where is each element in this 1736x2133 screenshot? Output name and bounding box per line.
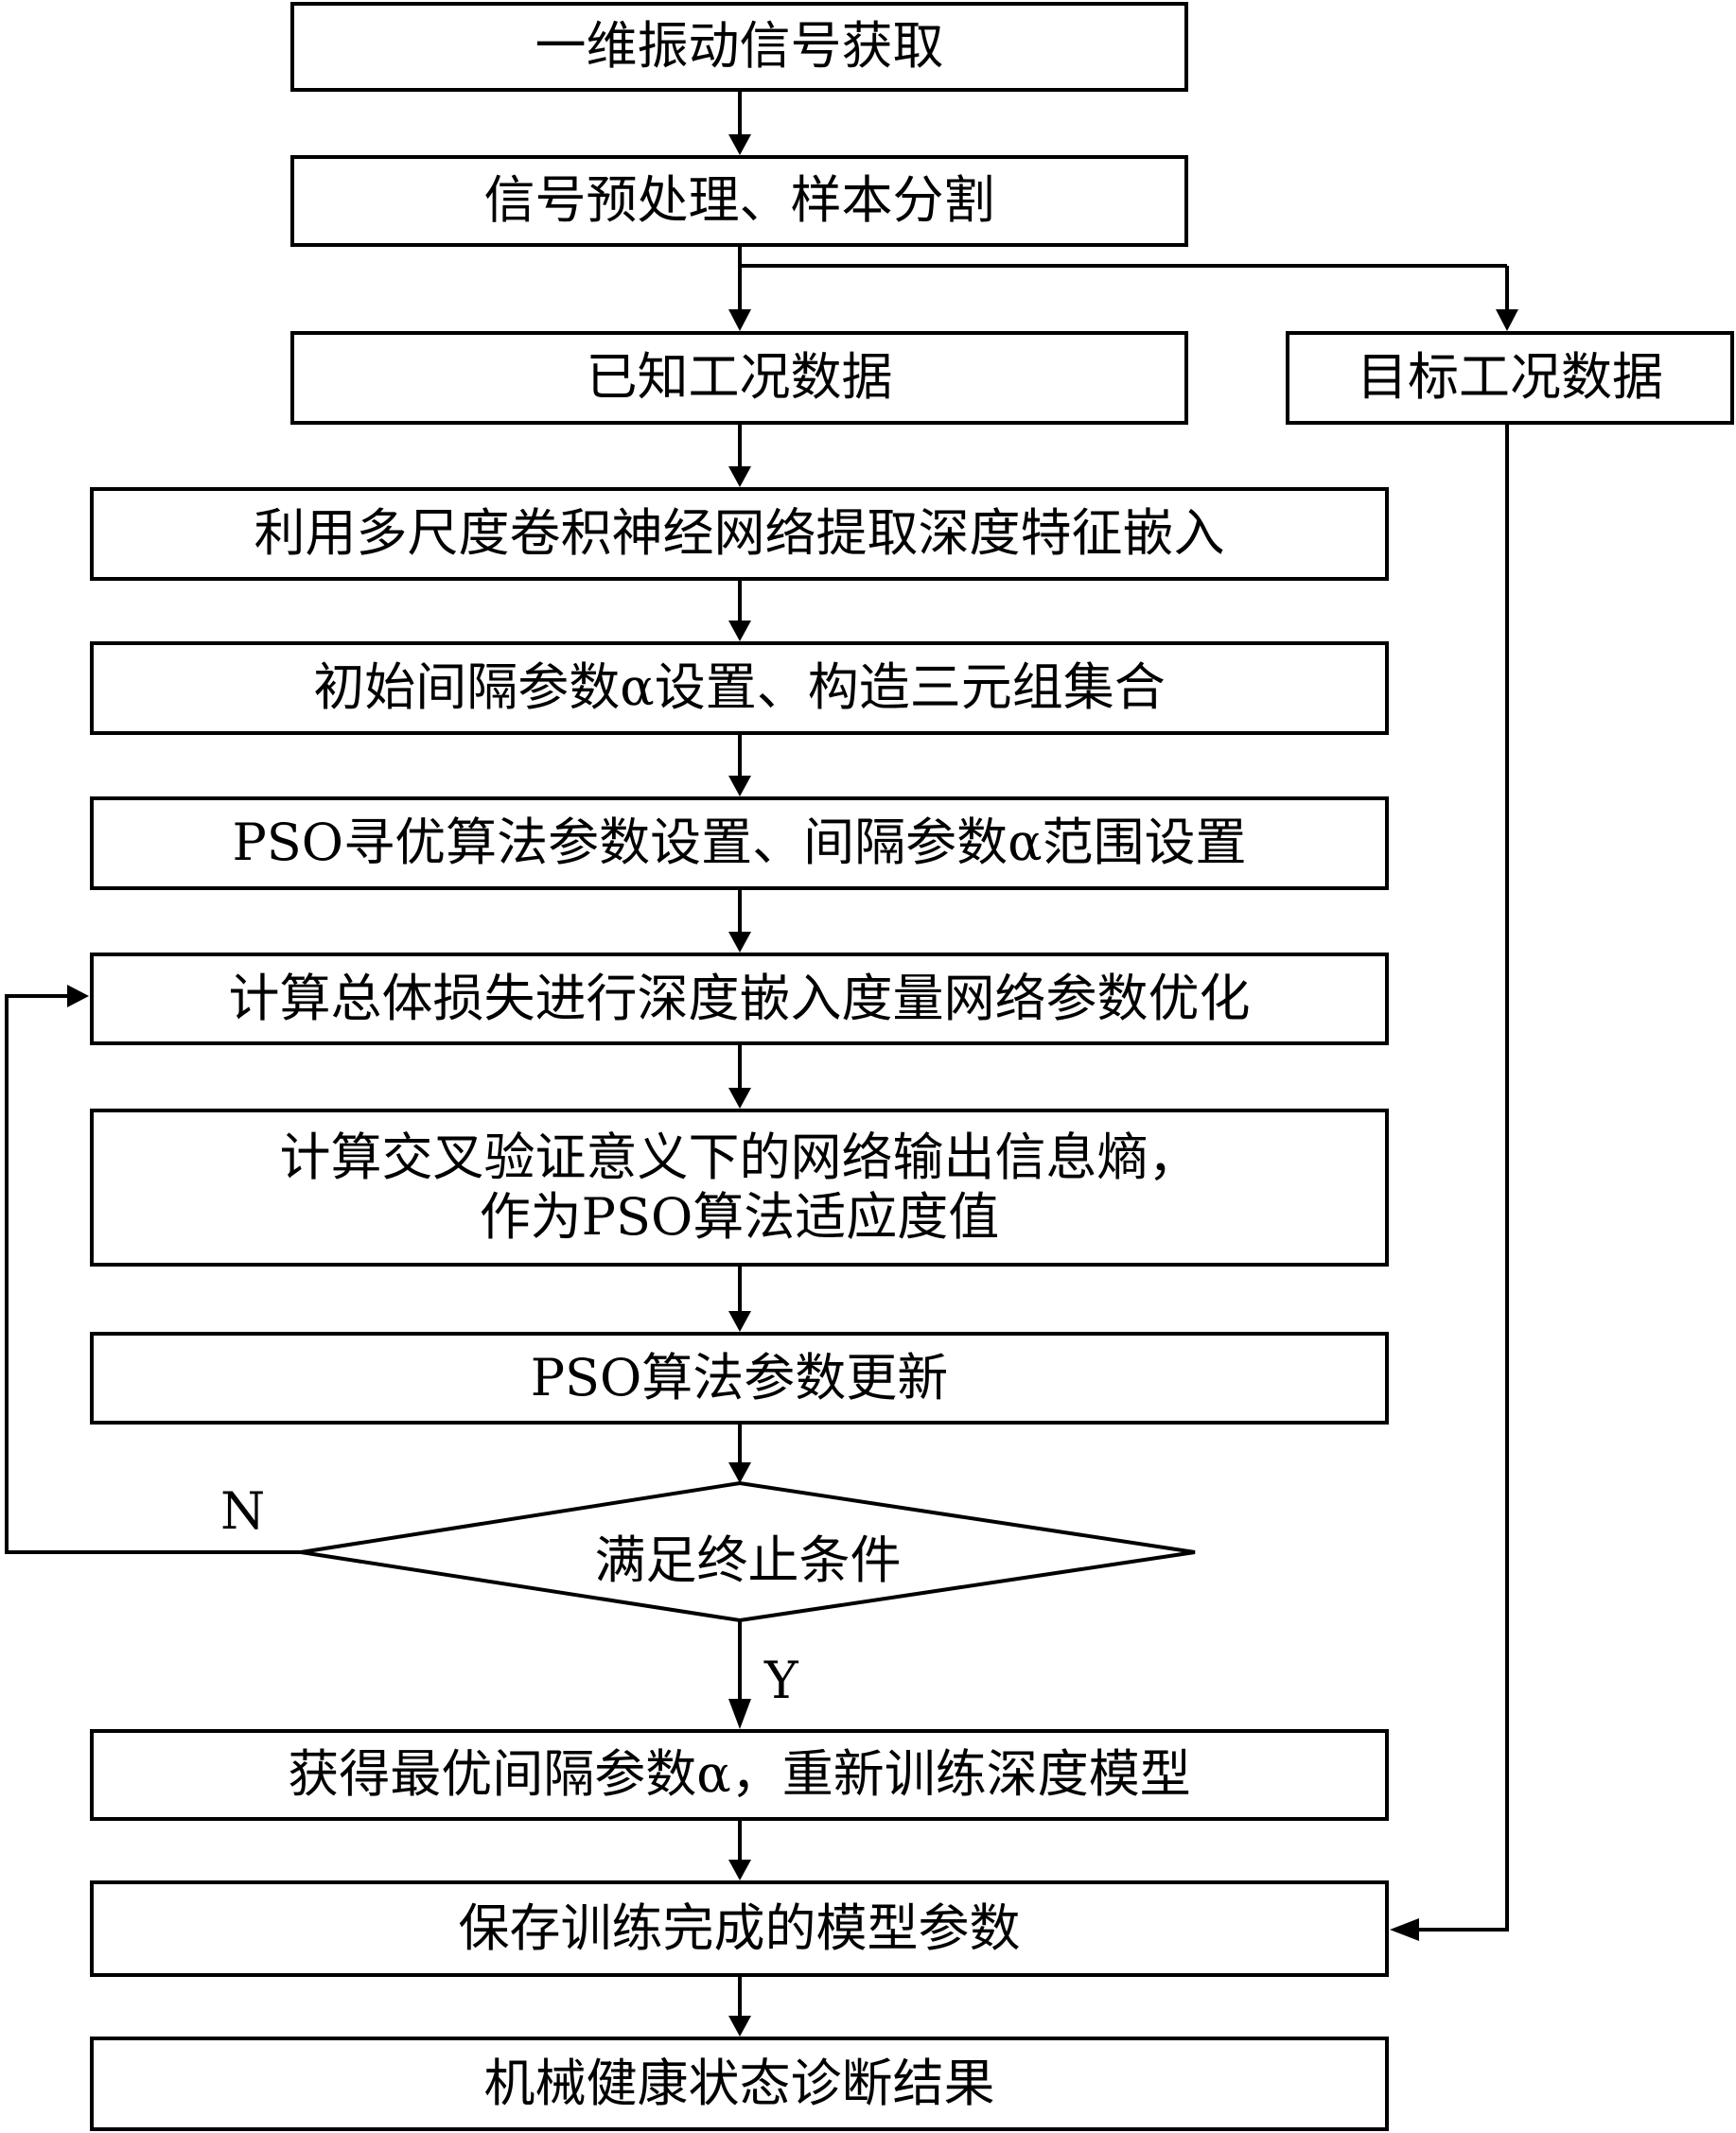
step-known-data: 已知工况数据 [290,331,1188,425]
arrowhead-init [728,621,751,641]
step-pso-setup-text: PSO寻优算法参数设置、间隔参数α范围设置 [232,813,1247,873]
step-init-alpha: 初始间隔参数α设置、构造三元组集合 [90,641,1389,735]
step-preprocess-text: 信号预处理、样本分割 [483,170,995,231]
loop-back-line [5,994,301,1554]
step-init-alpha-text: 初始间隔参数α设置、构造三元组集合 [313,657,1166,718]
step-network-optimize: 计算总体损失进行深度嵌入度量网络参数优化 [90,953,1389,1045]
branch-label-yes: Y [764,1651,798,1710]
arrowhead-result [728,2016,751,2037]
arrowhead-loop [67,985,89,1007]
step-diagnosis-result: 机械健康状态诊断结果 [90,2037,1389,2131]
decision-diamond [300,1480,1196,1623]
step-feature-extraction: 利用多尺度卷积神经网络提取深度特征嵌入 [90,487,1389,581]
step-signal-acquisition-text: 一维振动信号获取 [535,16,944,77]
arrowhead-known [728,309,751,331]
step-save-model: 保存训练完成的模型参数 [90,1880,1389,1977]
target-to-save-line [1419,425,1509,1932]
step-signal-acquisition: 一维振动信号获取 [290,2,1188,92]
arrowhead-extract [728,466,751,487]
arrowhead-entropy [728,1088,751,1109]
step-target-data: 目标工况数据 [1286,331,1734,425]
arrowhead-pso [728,776,751,796]
step-pso-setup: PSO寻优算法参数设置、间隔参数α范围设置 [90,796,1389,890]
arrowhead-decision [728,1462,751,1483]
arrowhead-update [728,1311,751,1332]
step-known-data-text: 已知工况数据 [586,347,893,408]
arrowhead-save [728,1860,751,1880]
step-entropy-fitness-line2: 作为PSO算法适应度值 [479,1186,1000,1247]
branch-label-no: N [220,1481,266,1541]
decision-terminate-text: 满足终止条件 [594,1530,902,1590]
step-entropy-fitness-line1: 计算交叉验证意义下的网络输出信息熵， [279,1128,1200,1188]
step-retrain-text: 获得最优间隔参数α，重新训练深度模型 [288,1744,1191,1805]
step-feature-extraction-text: 利用多尺度卷积神经网络提取深度特征嵌入 [254,503,1225,564]
step-pso-update-text: PSO算法参数更新 [530,1347,949,1407]
arrowhead-retrain [728,1699,751,1729]
arrowhead-target-save [1390,1918,1419,1941]
arrowhead-optimize [728,932,751,953]
step-preprocess: 信号预处理、样本分割 [290,155,1188,247]
step-retrain: 获得最优间隔参数α，重新训练深度模型 [90,1729,1389,1821]
step-target-data-text: 目标工况数据 [1357,347,1663,408]
arrowhead-preprocess [728,134,751,155]
step-network-optimize-text: 计算总体损失进行深度嵌入度量网络参数优化 [228,968,1251,1028]
arrowhead-target [1496,309,1518,331]
step-pso-update: PSO算法参数更新 [90,1332,1389,1425]
step-save-model-text: 保存训练完成的模型参数 [458,1897,1021,1958]
step-diagnosis-result-text: 机械健康状态诊断结果 [483,2053,995,2113]
step-entropy-fitness: 计算交叉验证意义下的网络输出信息熵， 作为PSO算法适应度值 [90,1109,1389,1267]
